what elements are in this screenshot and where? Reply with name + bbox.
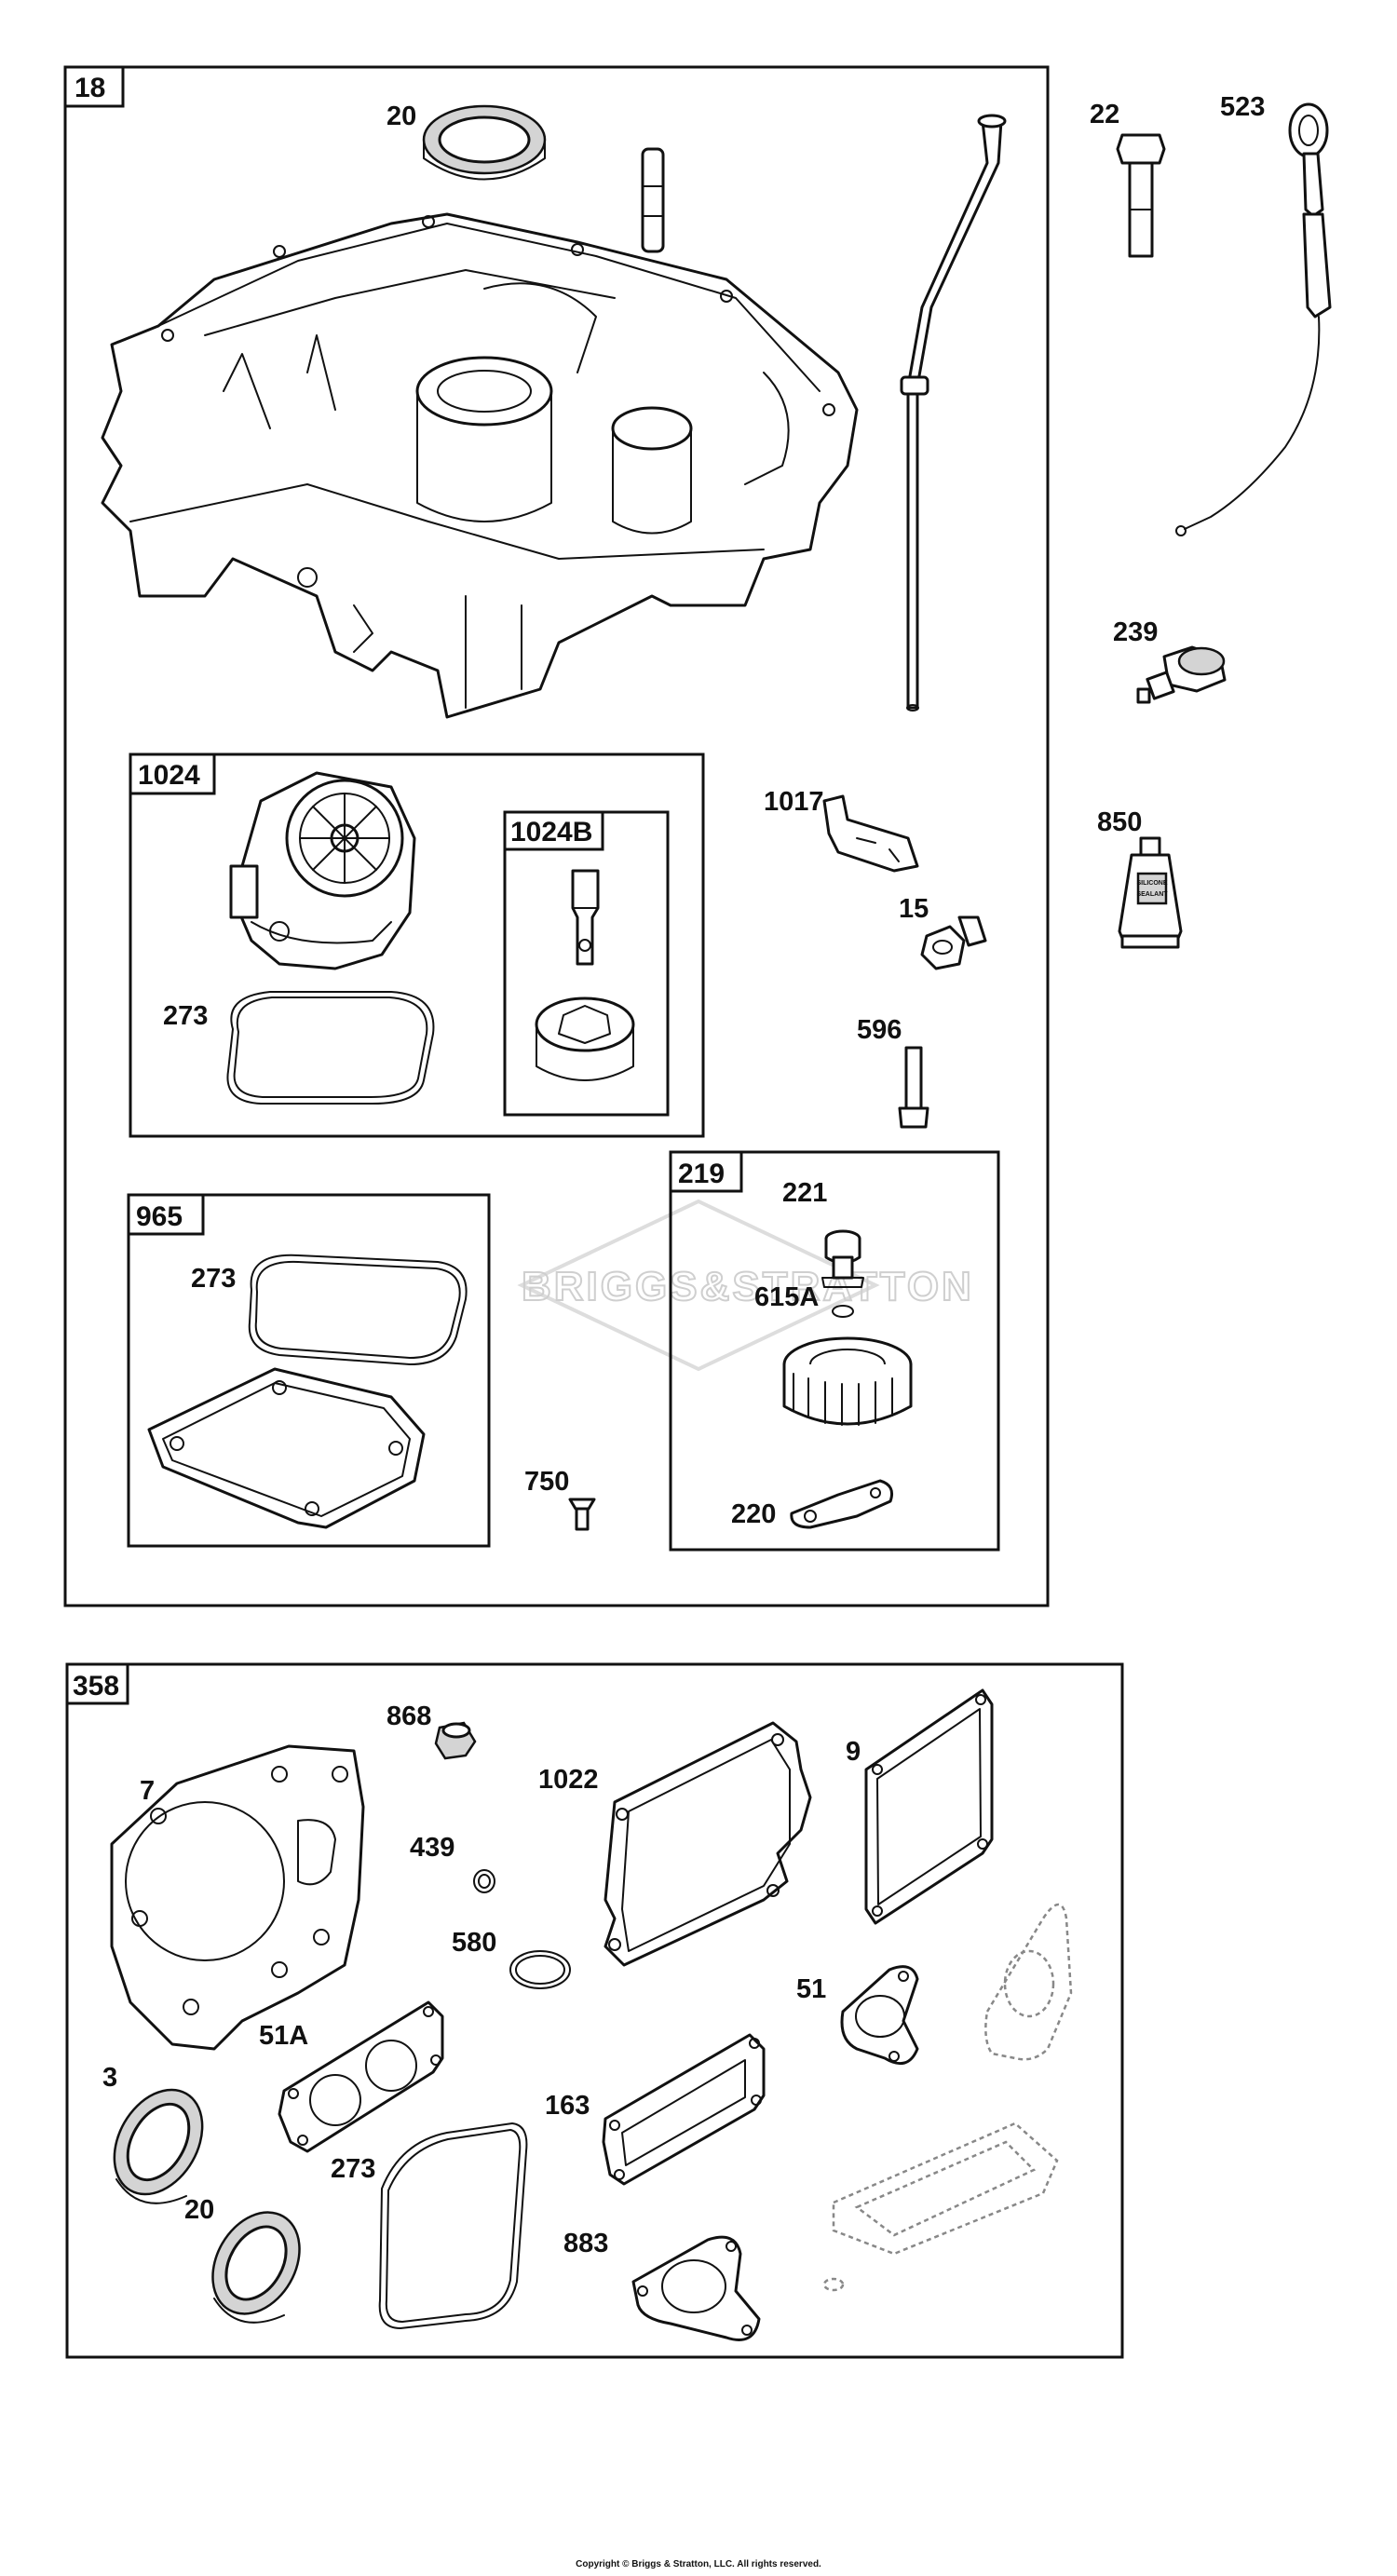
svg-text:BRIGGS&STRATTON: BRIGGS&STRATTON [522,1264,974,1309]
label-1022: 1022 [538,1765,599,1795]
label-273-pump: 273 [163,1001,208,1031]
group-18: 18 [63,65,1050,1607]
governor-pin-221 [821,1229,864,1288]
gasket-883 [631,2235,761,2341]
label-439: 439 [410,1833,454,1863]
label-163: 163 [545,2091,590,2121]
gasket-9 [864,1688,994,1925]
dipstick-523 [1175,102,1332,536]
gasket-outline-right-upper [984,1903,1073,2061]
label-1017: 1017 [764,787,824,817]
group-1024: 1024 [129,752,705,1138]
gasket-outline-right-lower [822,2122,1059,2292]
label-523: 523 [1220,92,1265,122]
group-18-label: 18 [75,73,105,103]
label-51a: 51A [259,2021,308,2051]
dowel-pin [641,147,665,253]
label-220: 220 [731,1499,776,1529]
silicone-sealant-850: SILICONE SEALANT [1118,836,1183,949]
bolt-596 [898,1046,929,1129]
group-219: 219 [669,1150,1000,1552]
label-51: 51 [796,1974,826,2004]
group-219-label: 219 [678,1159,725,1189]
label-868: 868 [387,1702,431,1731]
gasket-163 [602,2033,766,2186]
head-gasket-7 [110,1744,365,2051]
valve-seal-868 [434,1721,477,1760]
label-7: 7 [140,1776,155,1806]
label-22: 22 [1090,100,1119,129]
screw-750 [568,1498,596,1531]
flange-nut-15 [920,915,987,970]
o-ring-273-pump [226,991,435,1105]
group-1024b-label: 1024B [510,817,592,847]
valve-cover-gasket-1022 [604,1721,812,1967]
oil-seal-3 [113,2088,204,2204]
oil-seal-20 [422,104,547,181]
group-358-label: 358 [73,1671,119,1702]
label-273-cover: 273 [191,1264,236,1294]
copyright-notice: Copyright © Briggs & Stratton, LLC. All … [576,2559,821,2569]
crankcase-sump [101,212,859,719]
gasket-51a [278,2000,444,2153]
label-596: 596 [857,1015,902,1045]
sealant-text-1: SILICONE [1136,880,1167,887]
o-ring-273-cover [248,1254,468,1365]
bolt-22 [1116,133,1166,258]
oil-pressure-switch-239 [1136,645,1227,704]
label-883: 883 [563,2229,608,2258]
watermark: BRIGGS&STRATTON [517,1199,974,1372]
governor-arm-220 [790,1479,894,1529]
o-ring-273-seal [378,2122,528,2329]
label-15: 15 [899,894,929,924]
group-965: 965 [127,1193,491,1548]
label-20b: 20 [184,2195,214,2225]
label-615a: 615A [754,1282,819,1312]
label-221: 221 [782,1178,827,1208]
oil-seal-20b [211,2211,301,2324]
dipstick-tube [900,114,1007,712]
label-3: 3 [102,2063,117,2093]
label-580: 580 [452,1928,496,1958]
label-239: 239 [1113,617,1158,647]
label-273-seal: 273 [331,2154,375,2184]
o-ring-439 [473,1869,495,1893]
pump-shaft-rotor-1024b [535,869,635,1081]
group-358: 358 [65,1662,1124,2359]
label-850: 850 [1097,807,1142,837]
pump-cover-plate [147,1367,426,1529]
gasket-51 [840,1965,919,2066]
group-1024b: 1024B [503,810,670,1117]
group-965-label: 965 [136,1201,183,1232]
o-ring-580 [509,1950,571,1989]
o-ring-615a [832,1305,854,1318]
governor-gear-219 [782,1336,913,1426]
tube-clip-1017 [822,794,919,873]
label-20: 20 [387,102,416,131]
oil-pump-1024 [229,771,416,970]
group-1024-label: 1024 [138,760,200,791]
sealant-text-2: SEALANT [1136,891,1168,898]
label-9: 9 [846,1737,861,1767]
label-750: 750 [524,1467,569,1497]
